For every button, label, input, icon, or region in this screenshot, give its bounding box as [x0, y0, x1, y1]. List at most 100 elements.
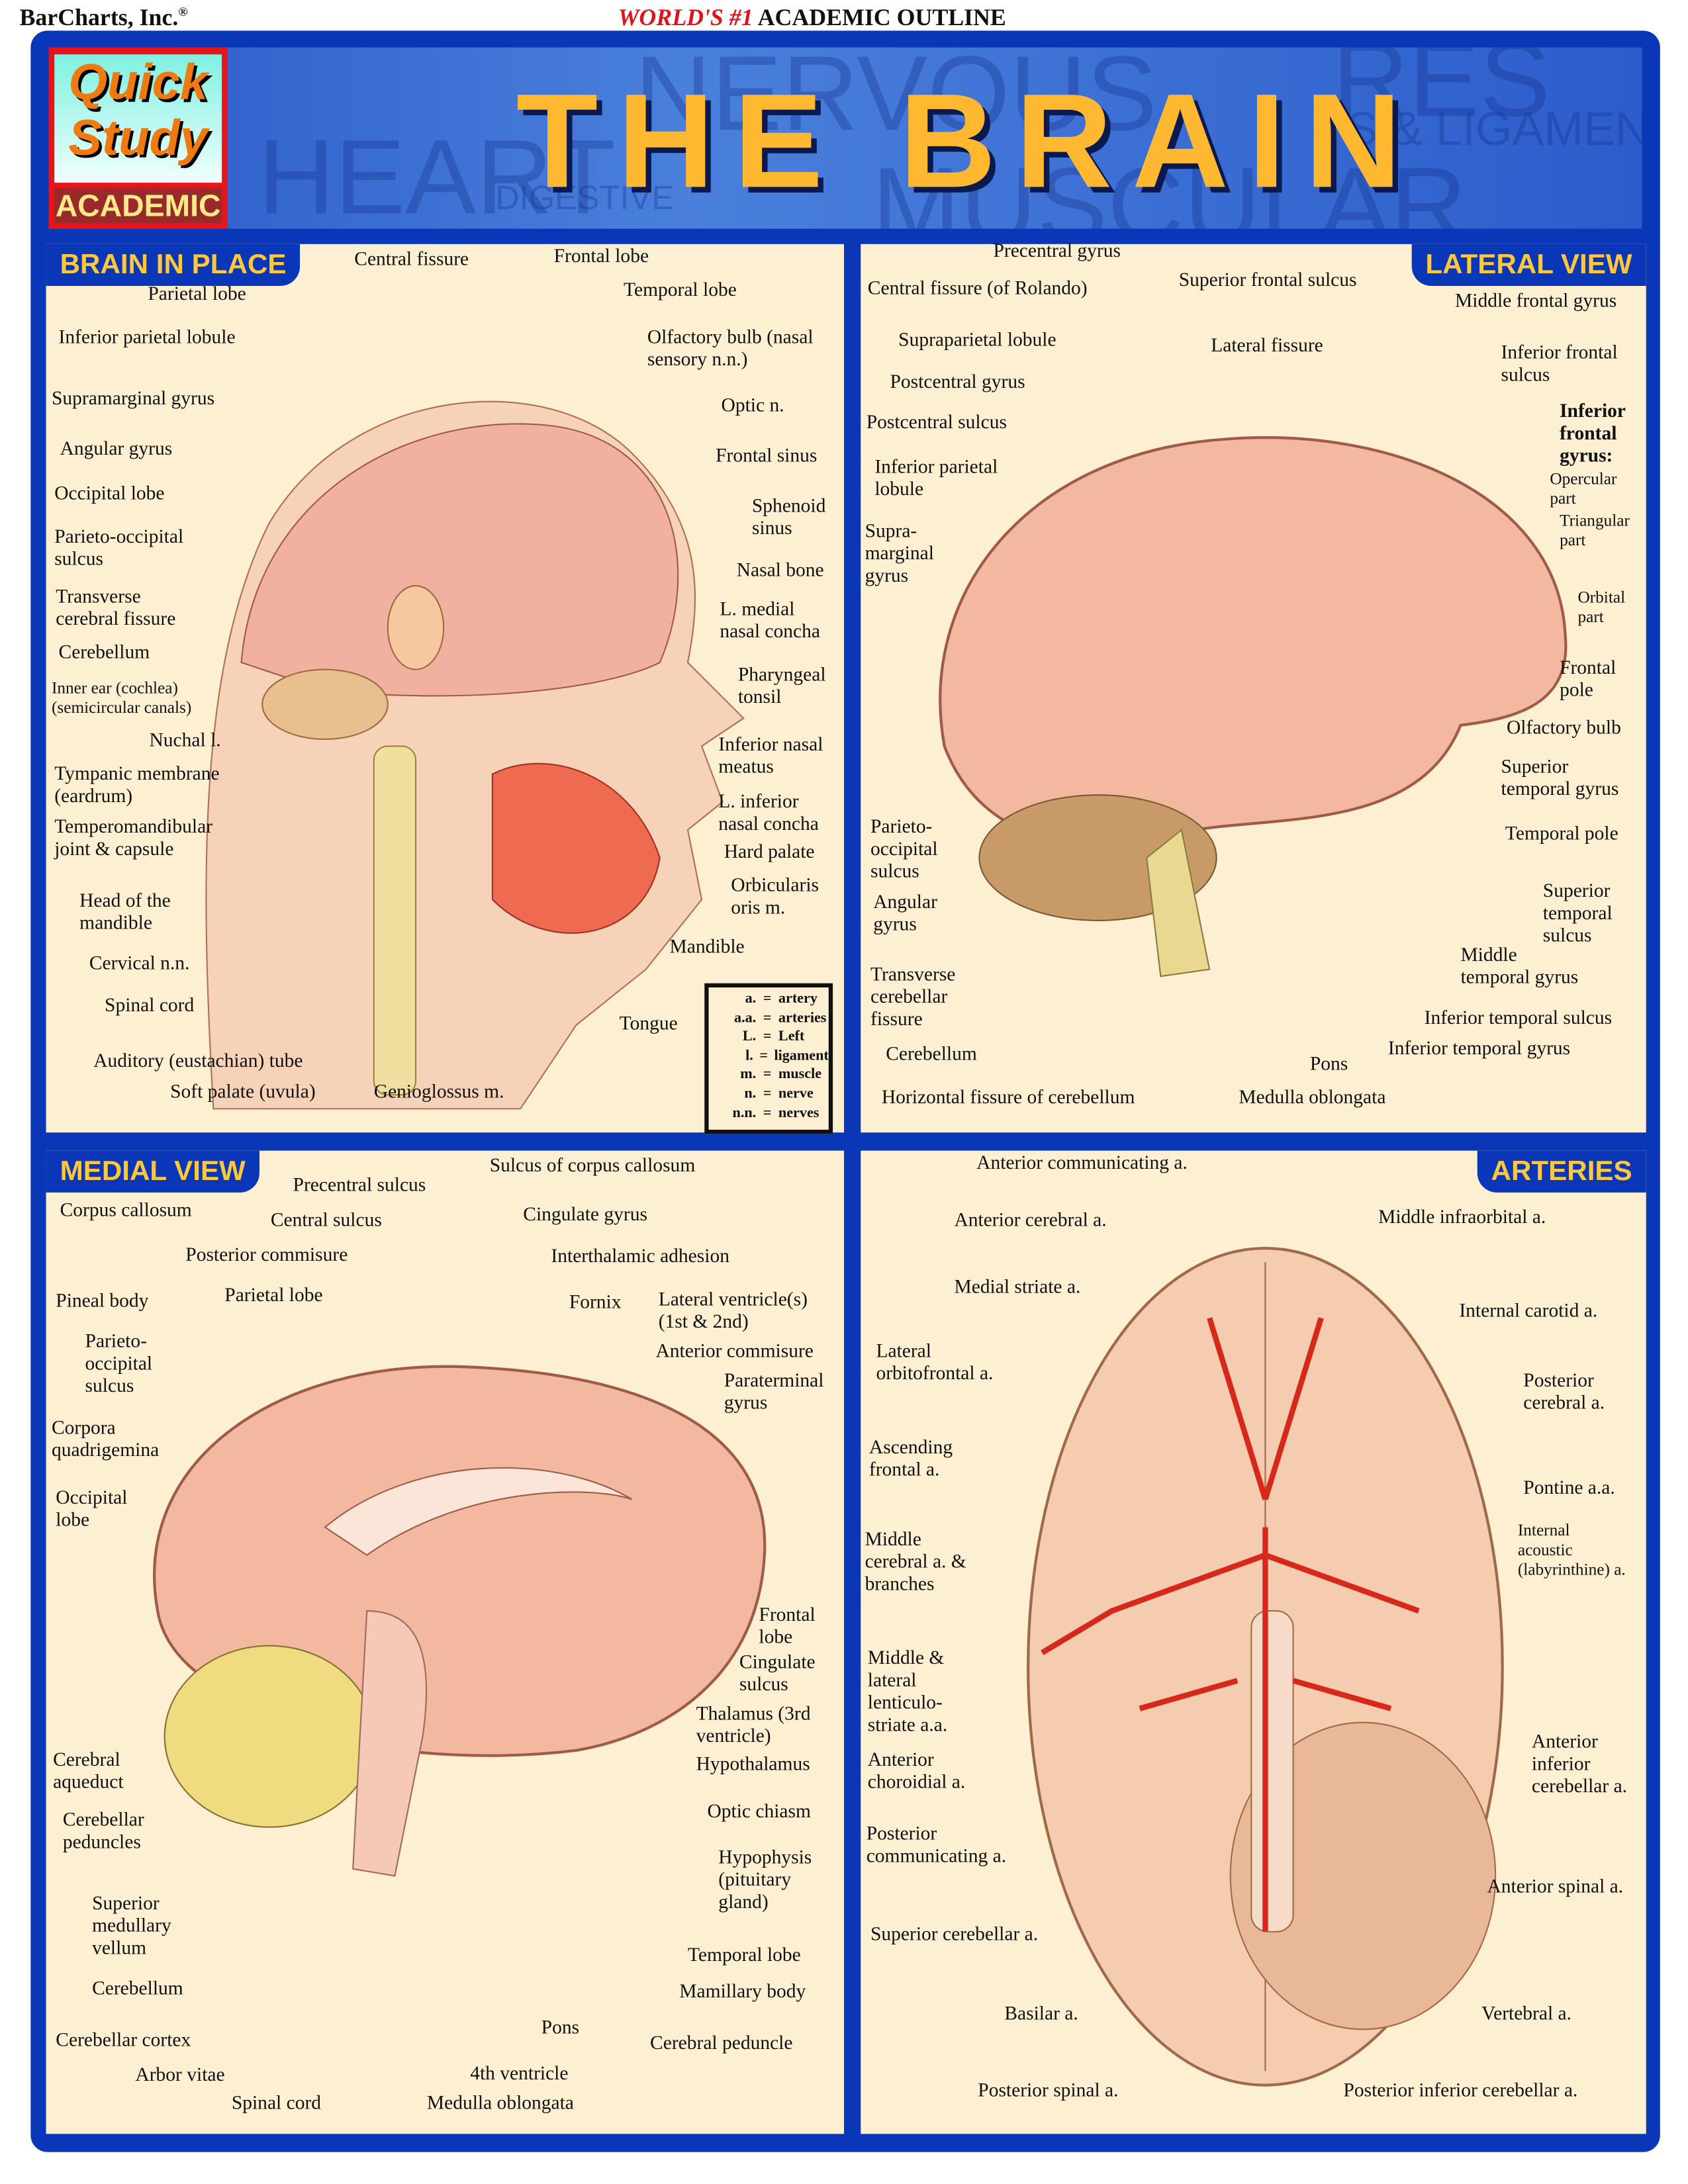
medial-view-label: Cerebellar peduncles — [62, 1810, 144, 1854]
lateral-view-label: Orbital part — [1577, 587, 1626, 627]
lateral-view-label: Middle frontal gyrus — [1455, 291, 1617, 313]
medial-view-label: Occipital lobe — [56, 1488, 128, 1531]
medial-view-label: Frontal lobe — [759, 1605, 816, 1649]
brain-in-place-label: Pharyngeal tonsil — [737, 665, 826, 709]
arteries-label: Posterior cerebral a. — [1523, 1371, 1605, 1414]
medial-view-label: Cingulate sulcus — [739, 1653, 816, 1696]
medial-view-label: Mamillary body — [679, 1981, 806, 2003]
lateral-view-label: Temporal pole — [1505, 824, 1618, 846]
lateral-view-label: Precentral gyrus — [993, 241, 1121, 263]
lateral-view-label: Olfactory bulb — [1506, 718, 1621, 739]
legend-abbr: n. — [744, 1086, 757, 1102]
arteries-label: Medial striate a. — [954, 1277, 1081, 1298]
brain-in-place-label: Parieto-occipital sulcus — [54, 527, 184, 570]
legend-equals: = — [763, 1105, 772, 1121]
medial-view-label: Parieto- occipital sulcus — [85, 1332, 153, 1398]
legend-meaning: arteries — [778, 1011, 827, 1026]
arteries-label: Posterior spinal a. — [978, 2081, 1119, 2102]
brain-in-place-label: Optic n. — [721, 396, 784, 418]
arteries-label: Basilar a. — [1004, 2004, 1078, 2025]
arteries-label: Middle & lateral lenticulo- striate a.a. — [867, 1648, 948, 1737]
lateral-view-label: Supra- marginal gyrus — [865, 522, 934, 588]
brain-in-place-label: Soft palate (uvula) — [170, 1082, 316, 1103]
head-sagittal-illustration — [205, 400, 745, 1110]
brain-in-place-label: Temporal lobe — [624, 280, 737, 302]
medial-view-label: Pons — [541, 2018, 580, 2040]
lateral-view-label: Pons — [1309, 1054, 1348, 1075]
brain-in-place-label: Frontal sinus — [716, 446, 818, 467]
legend-meaning: Left — [778, 1029, 805, 1045]
medial-view-label: Anterior commisure — [655, 1342, 814, 1363]
brain-in-place-label: Temperomandibular joint & capsule — [54, 817, 212, 861]
brain-in-place-label: Olfactory bulb (nasal sensory n.n.) — [647, 328, 814, 371]
lateral-view-label: Cerebellum — [886, 1044, 977, 1066]
lateral-view-label: Triangular part — [1560, 510, 1630, 550]
legend-abbr: L. — [742, 1029, 757, 1045]
arteries-label: Anterior cerebral a. — [954, 1210, 1107, 1232]
medial-view-label: Cerebral aqueduct — [53, 1750, 124, 1794]
lateral-view-label: Superior temporal sulcus — [1542, 881, 1613, 947]
lateral-view-label: Middle temporal gyrus — [1460, 945, 1579, 989]
arteries-label: Middle infraorbital a. — [1378, 1208, 1546, 1229]
tagline-highlight: WORLD'S #1 — [618, 4, 753, 31]
banner-bg-word: DIGESTIVE — [495, 179, 674, 218]
medial-view-label: Posterior commisure — [185, 1245, 348, 1267]
page-title: THE BRAIN — [516, 67, 1421, 216]
lateral-view-label: Supraparietal lobule — [898, 330, 1056, 352]
arteries-label: Vertebral a. — [1481, 2004, 1572, 2025]
medial-brain-illustration — [153, 1365, 767, 1877]
publisher-name: BarCharts, Inc.® — [20, 4, 188, 32]
title-banner: HEART NERVOUS DIGESTIVE MUSCULAR RES S &… — [48, 47, 1642, 229]
medial-view-label: Corpus callosum — [60, 1201, 192, 1222]
brain-in-place-label: Occipital lobe — [54, 484, 165, 505]
arteries-label: Ascending frontal a. — [868, 1437, 953, 1482]
legend-abbr: a.a. — [734, 1011, 757, 1026]
legend-meaning: nerve — [778, 1086, 814, 1102]
panel-medial-view: MEDIAL VIEW — [46, 1150, 844, 2134]
legend-row: n.=nerve — [709, 1085, 829, 1104]
tagline-text: ACADEMIC OUTLINE — [757, 4, 1006, 31]
section-title: LATERAL VIEW — [1411, 244, 1646, 287]
medial-view-label: Superior medullary vellum — [92, 1893, 171, 1960]
lateral-view-label: Inferior frontal sulcus — [1501, 343, 1618, 387]
brain-in-place-label: Frontal lobe — [553, 247, 649, 268]
lateral-view-label: Medulla oblongata — [1239, 1087, 1386, 1109]
banner-bg-word: S & LIGAMEN — [1346, 103, 1642, 157]
logo-academic: ACADEMIC — [54, 188, 222, 224]
section-title: ARTERIES — [1477, 1150, 1646, 1193]
publisher-text: BarCharts, Inc. — [19, 4, 179, 31]
brain-in-place-label: Sphenoid sinus — [751, 496, 826, 540]
medial-view-label: Temporal lobe — [687, 1945, 801, 1967]
lateral-view-label: Transverse cerebellar fissure — [870, 965, 956, 1031]
legend-row: a.a. = arteries — [709, 1009, 829, 1028]
legend-row: L.=Left — [709, 1028, 829, 1048]
logo-study: Study — [68, 109, 209, 166]
medial-view-label: Hypophysis (pituitary gland) — [718, 1848, 812, 1914]
legend-row: n.n.=nerves — [709, 1104, 829, 1123]
arteries-label: Internal acoustic (labyrinthine) a. — [1517, 1520, 1626, 1579]
medial-view-label: Cingulate gyrus — [523, 1205, 647, 1226]
medial-view-label: Precentral sulcus — [293, 1175, 426, 1197]
lateral-view-label: Inferior temporal sulcus — [1424, 1008, 1613, 1030]
banner-bg-word: NERVOUS — [634, 47, 1158, 154]
medial-view-label: Interthalamic adhesion — [551, 1247, 729, 1268]
brain-in-place-label: Spinal cord — [105, 995, 195, 1017]
section-title: MEDIAL VIEW — [46, 1150, 259, 1193]
medial-view-label: Pineal body — [56, 1291, 149, 1313]
brain-in-place-label: Mandible — [669, 937, 745, 958]
brain-in-place-label: Inferior parietal lobule — [58, 328, 236, 349]
legend-equals: = — [763, 1011, 772, 1026]
legend-meaning: nerves — [778, 1105, 820, 1121]
lateral-view-label: Lateral fissure — [1211, 336, 1323, 357]
legend-abbr: l. — [745, 1048, 753, 1064]
medial-view-label: Sulcus of corpus callosum — [489, 1156, 696, 1177]
legend-abbr: m. — [740, 1067, 757, 1083]
arteries-label: Superior cerebellar a. — [870, 1925, 1039, 1946]
brain-in-place-label: Auditory (eustachian) tube — [93, 1051, 303, 1073]
lateral-view-label: Angular gyrus — [873, 892, 937, 936]
legend-equals: = — [763, 991, 772, 1007]
brain-in-place-label: Parietal lobe — [148, 284, 246, 306]
legend-meaning: muscle — [778, 1067, 822, 1083]
